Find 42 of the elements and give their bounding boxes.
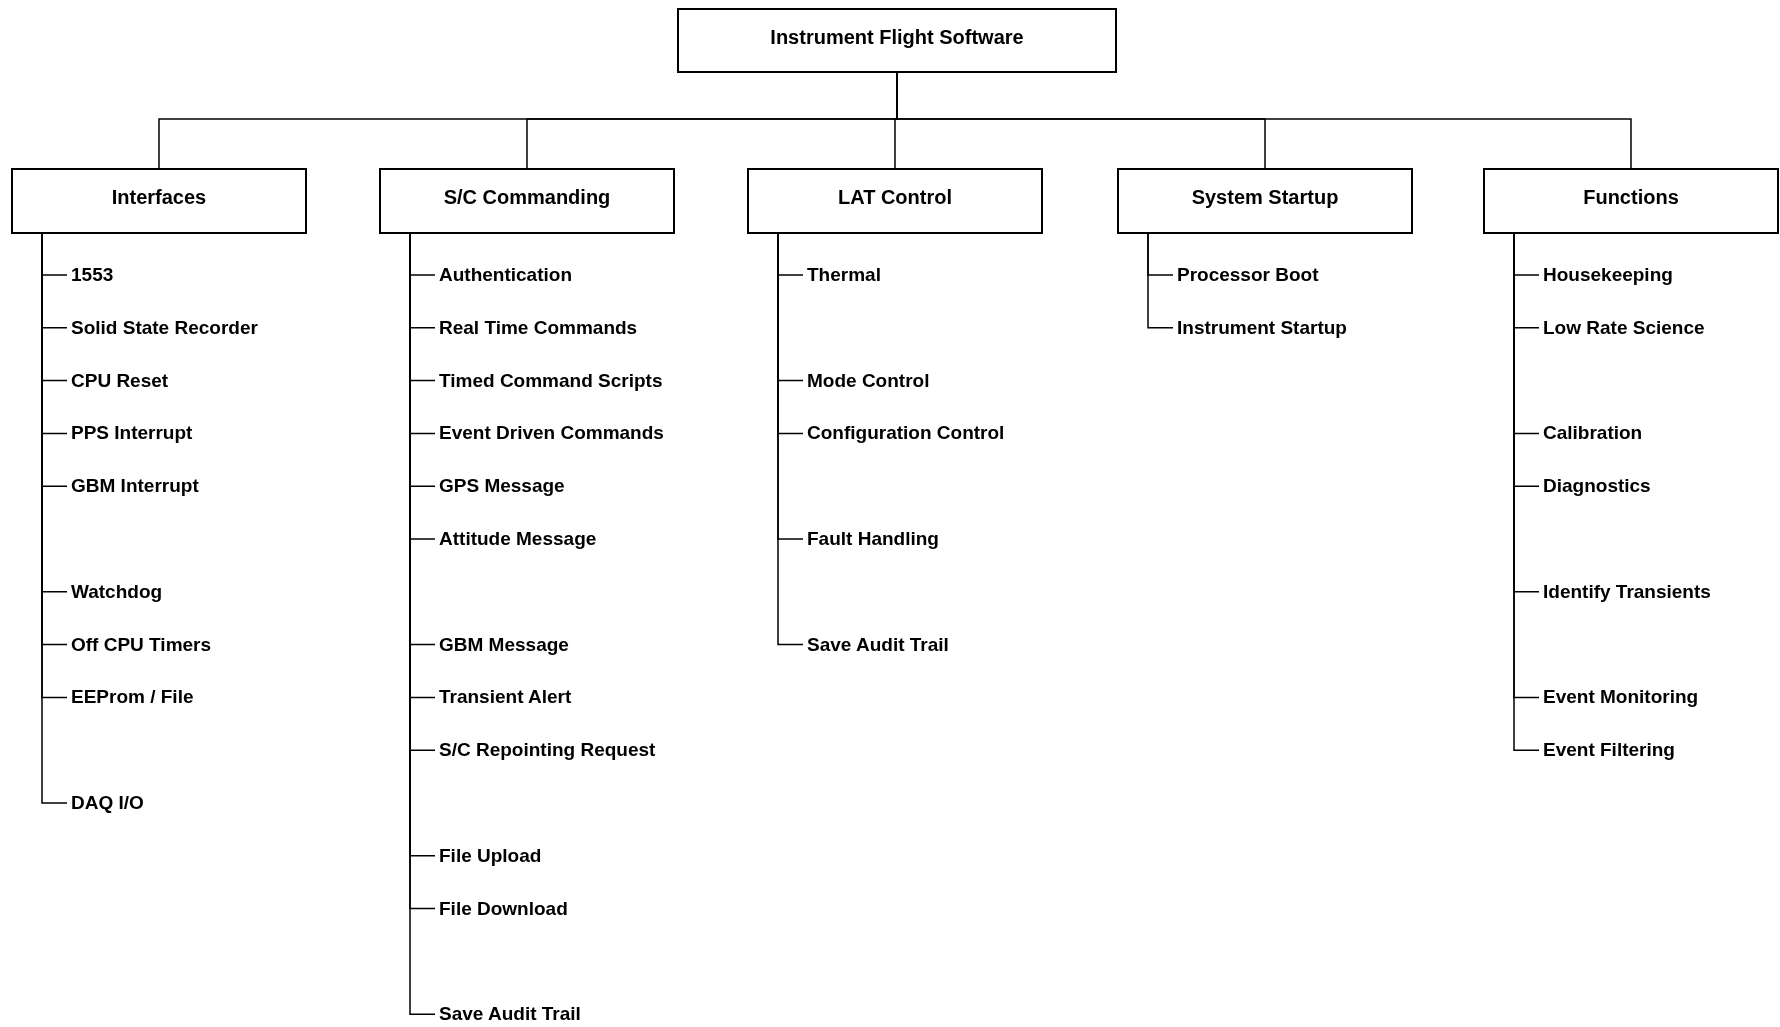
item-label: S/C Repointing Request	[439, 736, 656, 765]
item-label: Off CPU Timers	[71, 630, 212, 659]
item-label: Transient Alert	[439, 683, 572, 712]
item-label: CPU Reset	[71, 366, 169, 395]
root-box: Instrument Flight Software	[677, 8, 1117, 73]
item-label: Event Driven Commands	[439, 419, 664, 448]
item-label: Calibration	[1543, 419, 1643, 448]
item-label: GPS Message	[439, 472, 565, 501]
item-label: Authentication	[439, 261, 572, 289]
item-label: DAQ I/O	[71, 789, 144, 817]
item-label: Save Audit Trail	[439, 1000, 581, 1027]
item-label: Diagnostics	[1543, 472, 1651, 501]
item-label: EEProm / File	[71, 683, 194, 712]
item-label: Event Monitoring	[1543, 683, 1699, 712]
item-label: Fault Handling	[807, 525, 939, 553]
item-label: Attitude Message	[439, 525, 597, 553]
item-label: Configuration Control	[807, 419, 1005, 448]
item-label: Identify Transients	[1543, 577, 1711, 606]
item-label: GBM Message	[439, 630, 569, 659]
item-label: Low Rate Science	[1543, 313, 1705, 342]
category-box: LAT Control	[747, 168, 1043, 234]
item-label: Thermal	[807, 261, 881, 289]
category-box: Functions	[1483, 168, 1779, 234]
item-label: Solid State Recorder	[71, 313, 258, 342]
item-label: Watchdog	[71, 577, 163, 606]
item-label: Instrument Startup	[1177, 313, 1347, 342]
item-label: Save Audit Trail	[807, 630, 949, 659]
item-label: Mode Control	[807, 366, 930, 395]
item-label: 1553	[71, 261, 114, 289]
item-label: File Upload	[439, 841, 542, 870]
item-label: Timed Command Scripts	[439, 366, 663, 395]
item-label: Real Time Commands	[439, 313, 638, 342]
item-label: File Download	[439, 894, 568, 923]
item-label: PPS Interrupt	[71, 419, 193, 448]
category-box: Interfaces	[11, 168, 307, 234]
item-label: Processor Boot	[1177, 261, 1319, 289]
item-label: Housekeeping	[1543, 261, 1673, 289]
category-box: S/C Commanding	[379, 168, 675, 234]
item-label: GBM Interrupt	[71, 472, 199, 501]
item-label: Event Filtering	[1543, 736, 1675, 765]
connector-line	[1147, 233, 1174, 329]
category-box: System Startup	[1117, 168, 1413, 234]
